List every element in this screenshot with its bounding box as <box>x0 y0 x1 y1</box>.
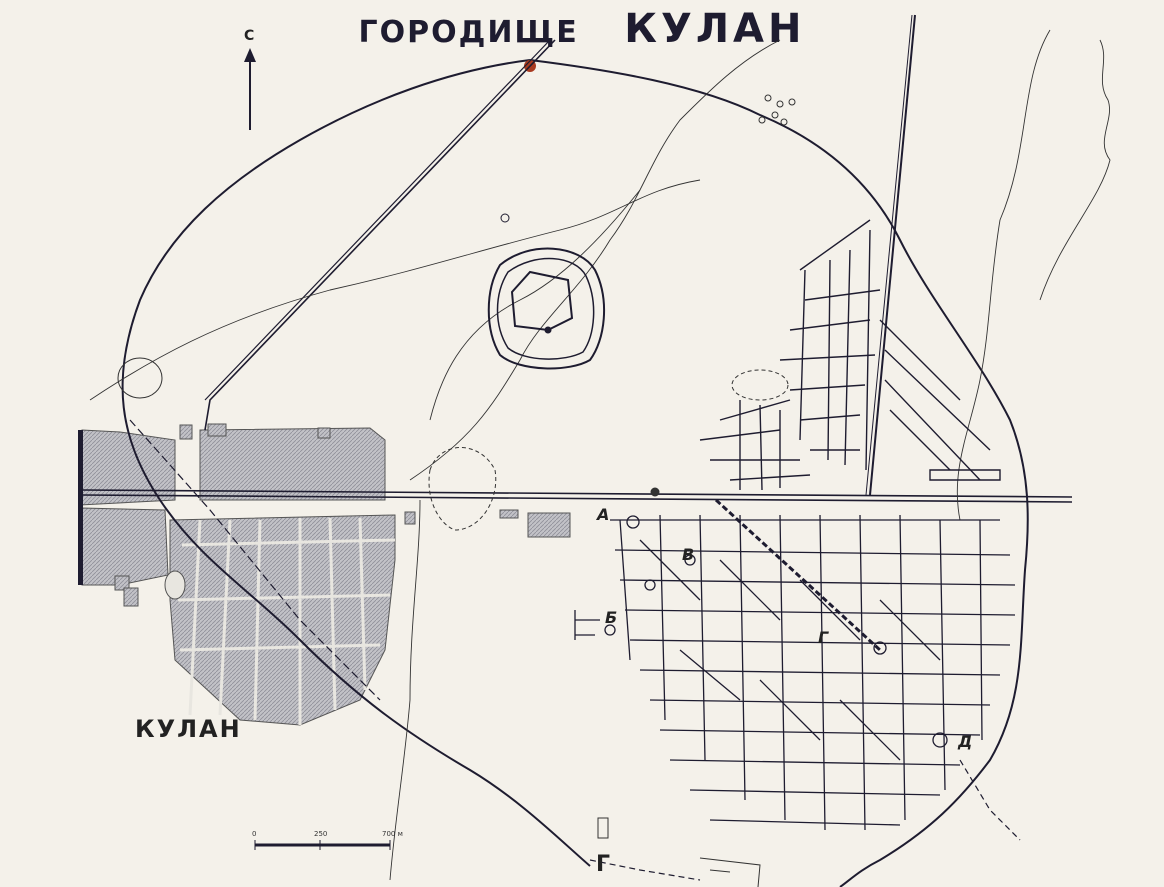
north-label: С <box>244 28 255 44</box>
bottom-structure <box>597 817 761 887</box>
marker-b: Б <box>605 608 618 627</box>
marker-a: А <box>597 505 610 524</box>
scale-label-1: 250 <box>314 830 327 838</box>
left-edge-bar <box>78 430 83 585</box>
town-area <box>79 423 571 726</box>
bottom-marker: Г <box>596 852 611 877</box>
scale-label-2: 700 м <box>382 830 403 838</box>
streams <box>89 29 1111 881</box>
scale-bar: 0 250 700 м <box>252 830 403 850</box>
town-label: КУЛАН <box>135 715 242 743</box>
title-prefix: ГОРОДИЩЕ <box>358 15 579 50</box>
marker-v: В <box>682 545 695 564</box>
enclosures <box>117 94 796 531</box>
map-title: ГОРОДИЩЕ КУЛАН <box>0 6 1164 52</box>
citadel <box>487 213 606 370</box>
north-arrow-icon <box>244 48 256 130</box>
scale-label-0: 0 <box>252 830 256 838</box>
roads <box>81 14 1073 881</box>
marker-g: Г <box>818 628 829 647</box>
marker-d: Д <box>958 732 973 751</box>
street-network-southeast <box>574 514 1016 831</box>
street-network-northeast <box>699 219 1001 491</box>
outer-city-wall <box>121 59 1029 887</box>
